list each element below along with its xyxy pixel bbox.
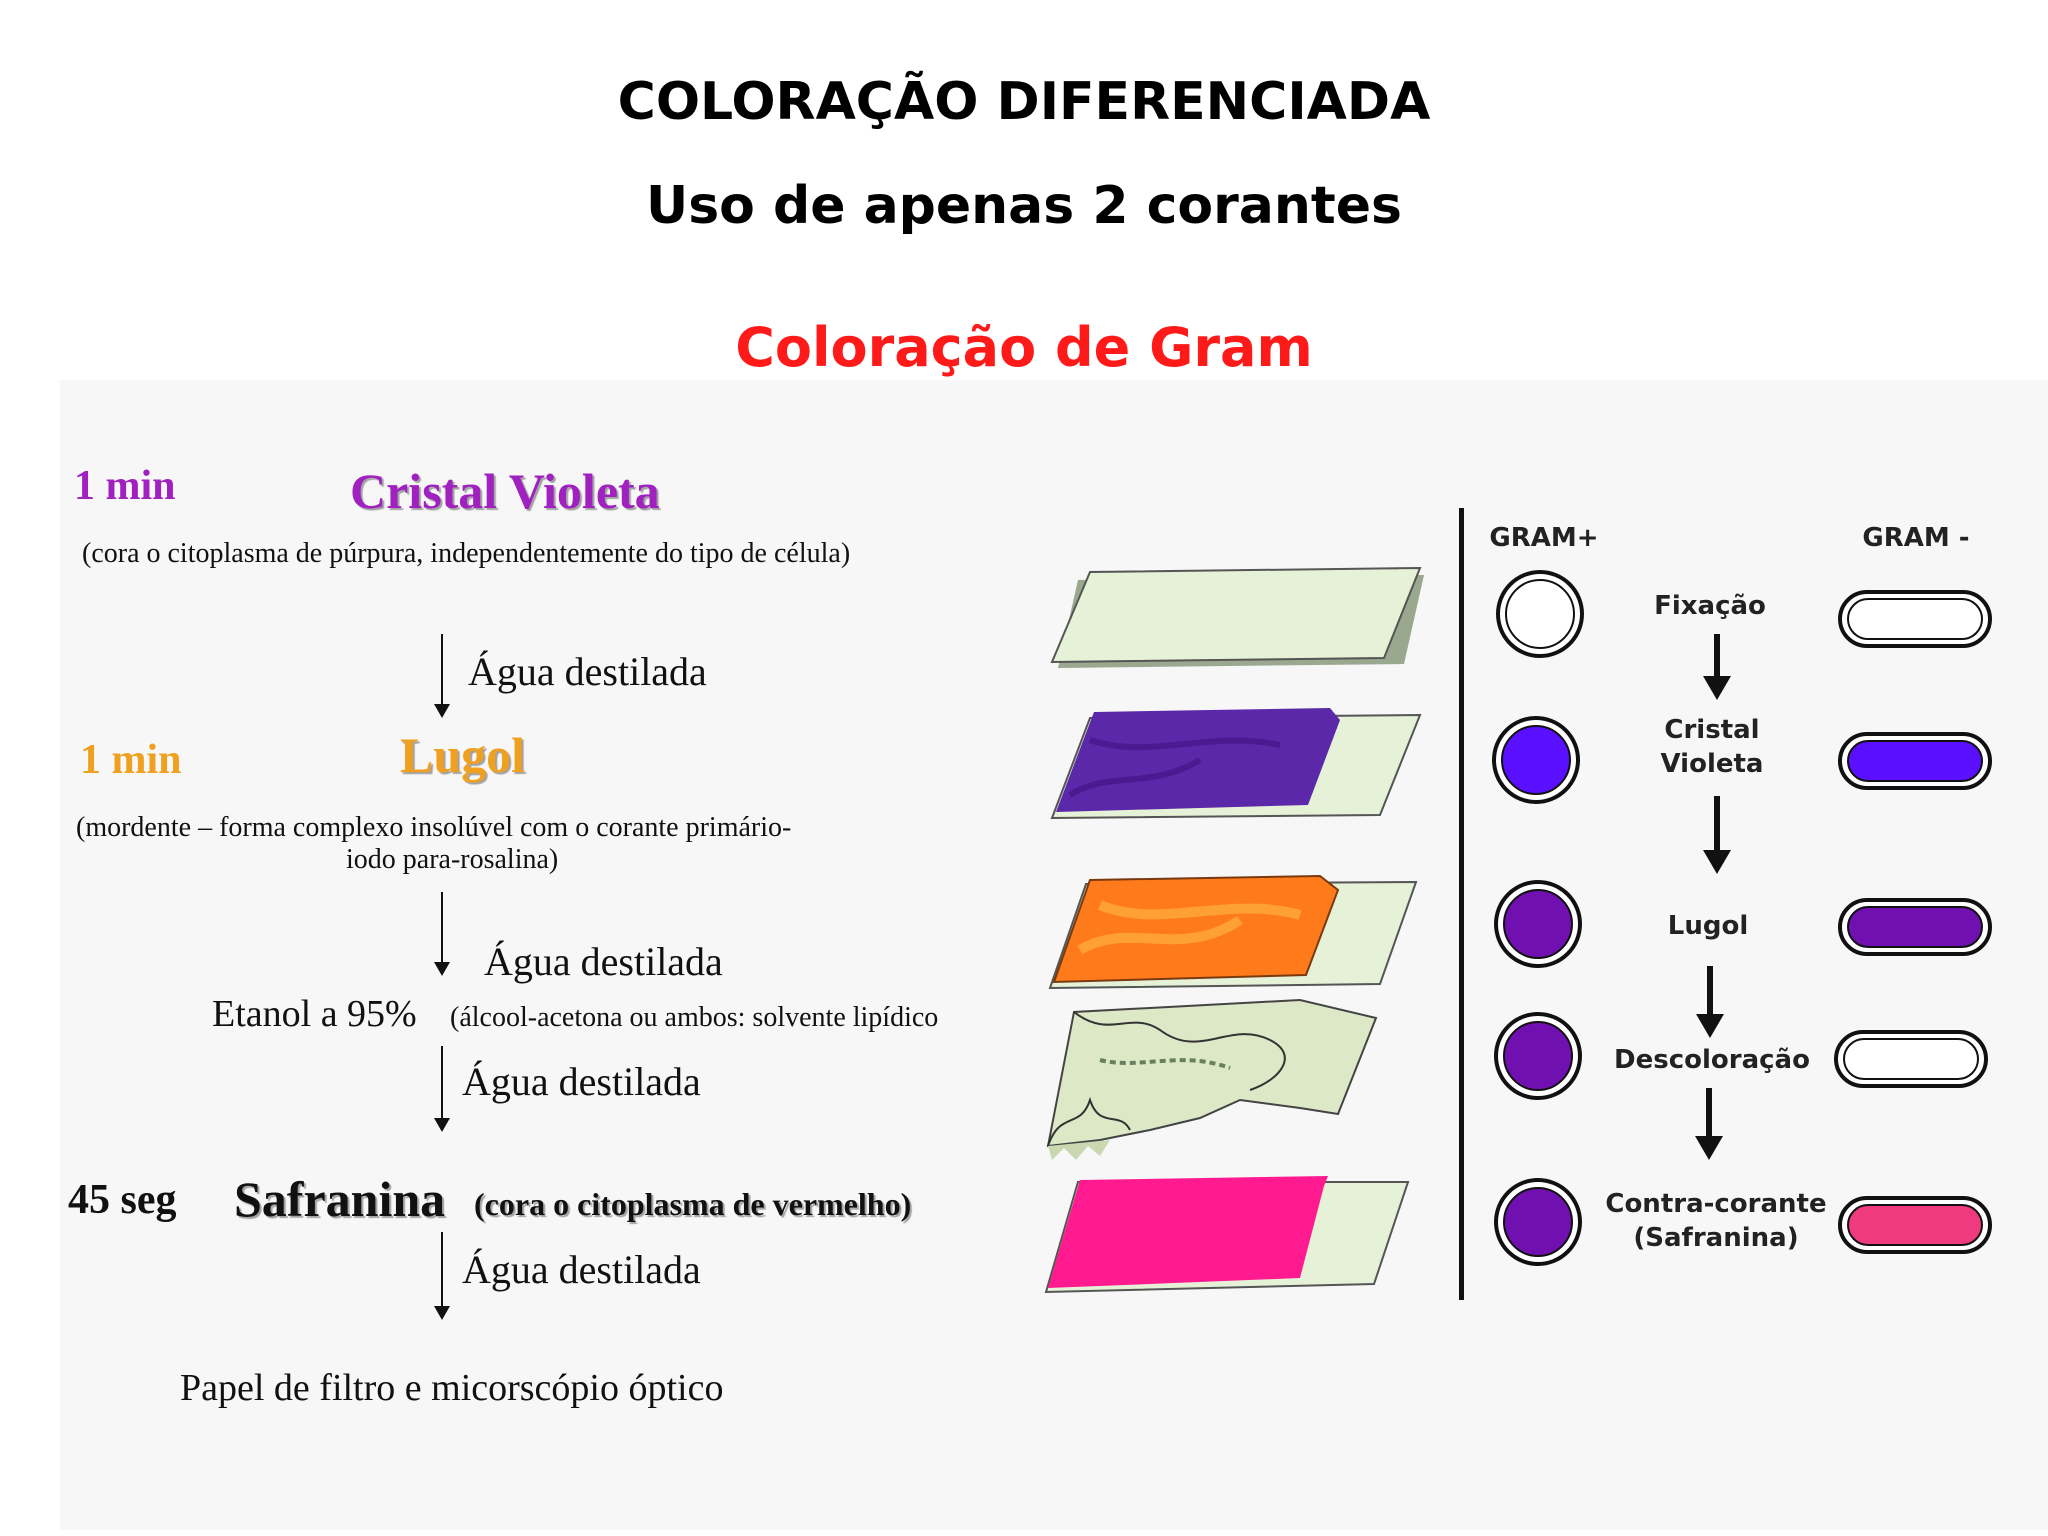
arrow-shaft <box>441 1232 443 1308</box>
step1-note: (cora o citoplasma de púrpura, independe… <box>82 538 851 569</box>
figure-divider <box>1459 508 1464 1300</box>
step4-wash: Água destilada <box>462 1247 701 1292</box>
arrow-down-icon <box>434 1118 450 1132</box>
page-title: COLORAÇÃO DIFERENCIADA <box>617 72 1431 132</box>
flow-arrow-down-icon <box>1703 634 1731 700</box>
flow-arrow-down-icon <box>1695 1088 1723 1160</box>
step2-note-line2: iodo para-rosalina) <box>346 844 559 875</box>
gram-positive-cell-lugol <box>1494 880 1582 968</box>
arrow-down-icon <box>434 1306 450 1320</box>
step-label-decolorization: Descoloração <box>1614 1045 1810 1075</box>
step3-wash: Água destilada <box>462 1059 701 1104</box>
step2-note-line1: (mordente – forma complexo insolúvel com… <box>76 812 792 843</box>
step-label-cristal: Cristal <box>1664 715 1759 745</box>
gram-negative-cell-lugol <box>1838 898 1992 956</box>
final-step: Papel de filtro e micorscópio óptico <box>180 1367 724 1409</box>
step1-time: 1 min <box>74 463 176 509</box>
section-title: Coloração de Gram <box>735 316 1313 379</box>
slide-lugol <box>1048 874 1418 990</box>
step3-reagent: Etanol a 95% <box>212 993 417 1035</box>
step-label-fixation: Fixação <box>1654 591 1766 621</box>
slide-safranin <box>1044 1176 1410 1294</box>
step-label-safranin: (Safranina) <box>1633 1223 1798 1253</box>
step4-note: (cora o citoplasma de vermelho) <box>474 1186 912 1222</box>
gram-positive-cell-fixation <box>1496 570 1584 658</box>
arrow-shaft <box>441 634 443 706</box>
slide-decolorization <box>1046 998 1378 1160</box>
flow-arrow-down-icon <box>1696 966 1724 1038</box>
flow-arrow-down-icon <box>1703 796 1731 874</box>
arrow-shaft <box>441 1046 443 1120</box>
step-label-lugol: Lugol <box>1668 911 1748 941</box>
step1-reagent: Cristal Violeta <box>350 463 660 519</box>
gram-negative-cell-decolorization <box>1834 1030 1988 1088</box>
content-background <box>60 380 2048 1530</box>
gram-positive-cell-crystal-violet <box>1492 716 1580 804</box>
gram-positive-cell-safranin <box>1494 1178 1582 1266</box>
step-label-violeta: Violeta <box>1661 749 1764 779</box>
gram-negative-label: GRAM - <box>1862 523 1969 553</box>
slide-crystal-violet <box>1050 708 1422 820</box>
step4-reagent: Safranina <box>234 1171 446 1227</box>
step-label-counterstain: Contra-corante <box>1605 1189 1826 1219</box>
slide-fixation <box>1050 566 1424 668</box>
gram-negative-cell-fixation <box>1838 590 1992 648</box>
step2-wash: Água destilada <box>484 939 723 984</box>
page-subtitle: Uso de apenas 2 corantes <box>645 176 1402 236</box>
step2-time: 1 min <box>80 737 182 783</box>
step3-note: (álcool-acetona ou ambos: solvente lipíd… <box>450 1002 939 1033</box>
arrow-shaft <box>441 892 443 964</box>
step4-time: 45 seg <box>68 1177 177 1223</box>
gram-positive-label: GRAM+ <box>1489 523 1598 553</box>
arrow-down-icon <box>434 962 450 976</box>
gram-positive-cell-decolorization <box>1494 1012 1582 1100</box>
arrow-down-icon <box>434 704 450 718</box>
gram-negative-cell-crystal-violet <box>1838 732 1992 790</box>
step1-wash: Água destilada <box>468 649 707 694</box>
step2-reagent: Lugol <box>400 727 526 783</box>
gram-negative-cell-safranin <box>1838 1196 1992 1254</box>
